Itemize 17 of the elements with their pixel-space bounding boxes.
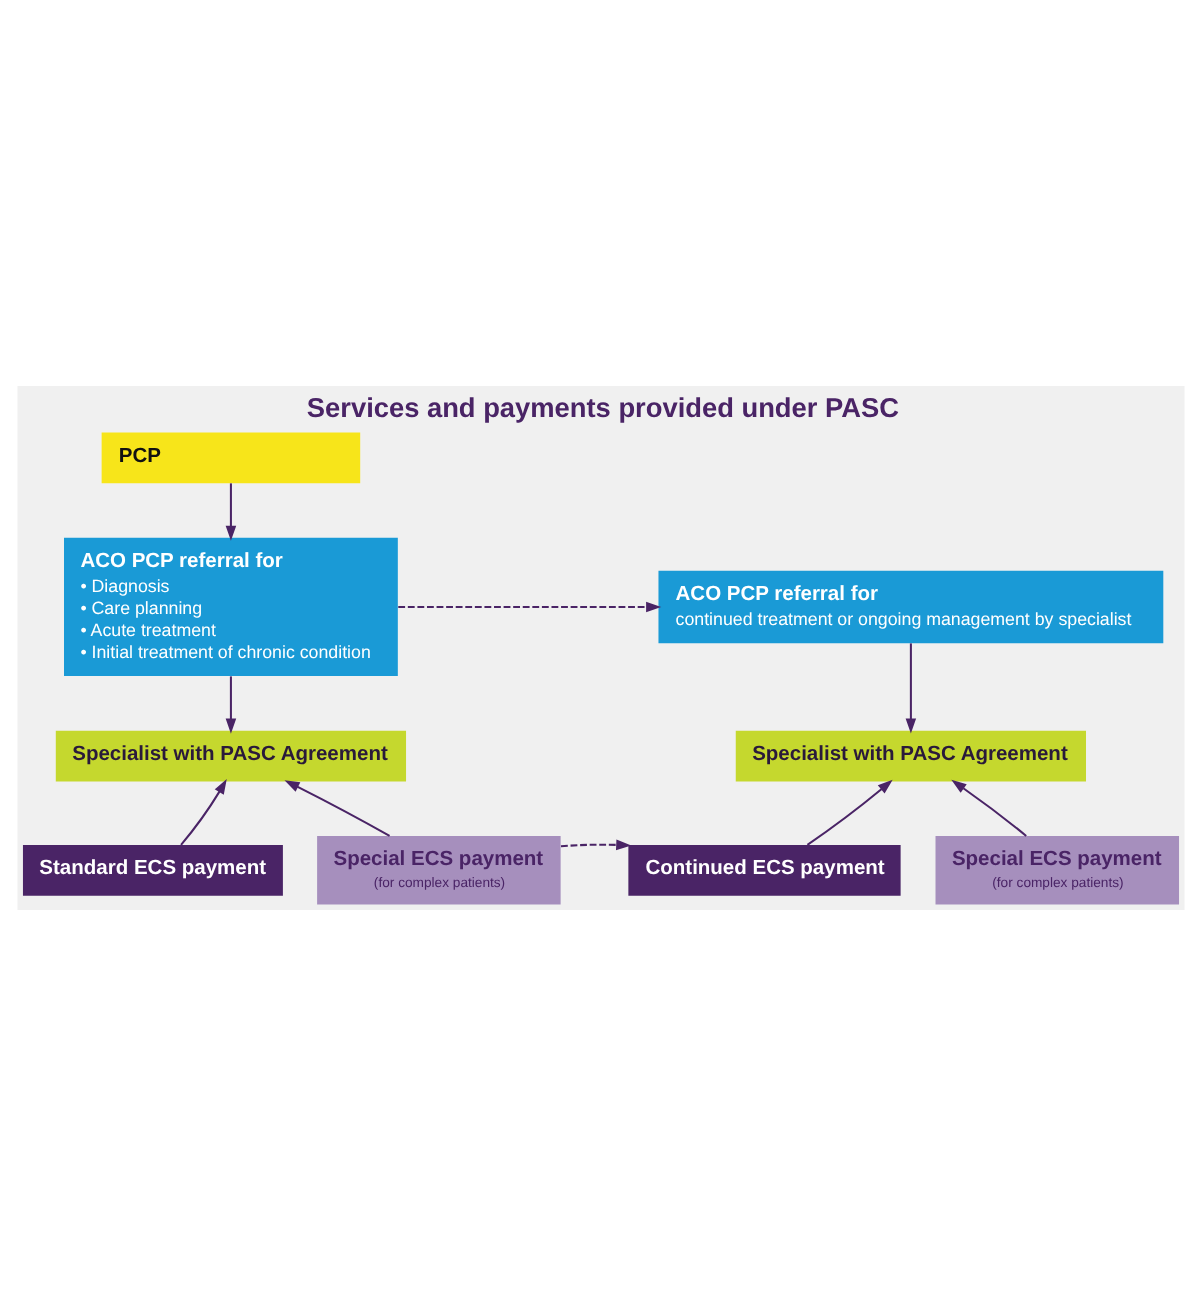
- node-box: Continued ECS payment: [628, 845, 901, 896]
- node-box: ACO PCP referral for continued treatment or ongoing management by specialist: [658, 570, 1164, 644]
- node-box: Specialist with PASC Agreement: [55, 730, 407, 782]
- diagram-title: Services and payments provided under PASC: [306, 393, 899, 424]
- arrow: [806, 779, 893, 846]
- arrow: [951, 779, 1027, 837]
- arrow: [284, 780, 391, 837]
- arrow: [225, 676, 237, 734]
- node-box: ACO PCP referral for • Diagnosis • Care planning • Acute treatment • Initial treatment of chronic condition: [64, 537, 398, 677]
- arrow: [398, 601, 662, 613]
- arrow: [225, 483, 237, 541]
- node-box: Standard ECS payment: [22, 845, 283, 896]
- arrow: [905, 643, 917, 734]
- node-box: PCP: [101, 432, 361, 484]
- arrow: [180, 778, 227, 846]
- arrow: [560, 839, 632, 851]
- node-box: Specialist with PASC Agreement: [735, 730, 1086, 782]
